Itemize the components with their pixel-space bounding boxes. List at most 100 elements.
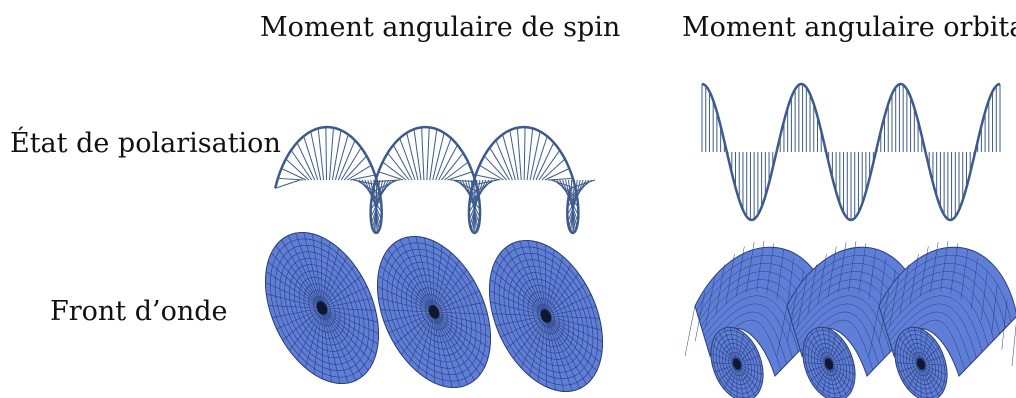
helix-grid-line	[878, 258, 886, 309]
helix-hatch-line	[526, 128, 534, 181]
helix-hatch-line	[413, 129, 422, 181]
vortex-center	[824, 358, 834, 370]
vortex-spoke	[920, 338, 935, 365]
helix-grid-line	[909, 254, 919, 305]
helix-hatch-line	[438, 144, 458, 181]
vortex-spoke	[821, 327, 830, 365]
helix-grid-line	[991, 284, 998, 335]
helix-grid-line	[756, 240, 765, 292]
vortex-spoke	[718, 363, 738, 382]
disc-spoke	[433, 311, 469, 385]
disc-spoke	[321, 307, 377, 355]
disc-spoke	[433, 311, 436, 384]
helix-hatch-line	[483, 155, 507, 181]
disc-spoke	[433, 311, 475, 381]
disc-spoke	[433, 311, 485, 368]
disc-spoke	[282, 307, 323, 341]
disc-spoke	[377, 275, 435, 313]
disc-spoke	[321, 248, 340, 309]
vortex-spoke	[894, 352, 922, 365]
disc-spoke	[321, 307, 376, 311]
disc-spoke	[380, 309, 435, 313]
disc-spoke	[275, 245, 323, 309]
helix-hatch-line	[544, 168, 570, 181]
vortex-spoke	[736, 363, 764, 376]
helix-hatch-line	[281, 167, 307, 181]
disc-spoke	[296, 307, 323, 360]
disc-spoke	[520, 315, 547, 368]
helix-grid-line	[970, 258, 978, 309]
disc-spoke	[433, 311, 461, 388]
helix-hatch-line	[447, 171, 473, 181]
disc-spoke	[433, 311, 444, 387]
helix-grid-line	[807, 264, 817, 315]
helix-hatch-line	[444, 161, 469, 181]
vortex-spoke	[898, 336, 922, 365]
vortex-spoke	[723, 363, 738, 390]
disc-spoke	[321, 307, 363, 377]
helix-hatch-line	[538, 150, 561, 181]
helix-hatch-line	[370, 179, 380, 230]
disc-spoke	[545, 315, 593, 379]
vortex-spoke	[810, 331, 830, 365]
helix-hatch-line	[567, 179, 584, 222]
vortex-spoke	[803, 362, 830, 365]
vortex-spoke	[815, 363, 830, 390]
disc-spoke	[545, 315, 587, 385]
helix-grid-line	[889, 277, 899, 328]
disc-spoke	[388, 311, 435, 334]
disc-spoke	[312, 233, 323, 309]
disc-spoke	[545, 264, 572, 317]
vortex-spoke	[736, 332, 745, 365]
disc-spoke	[304, 307, 323, 368]
helix-hatch-line	[509, 130, 519, 181]
helix-hatch-line	[426, 127, 430, 181]
vortex-spoke	[815, 328, 830, 365]
disc-spoke	[433, 311, 491, 349]
helix-hatch-line	[435, 138, 452, 181]
vortex-spoke	[920, 363, 947, 366]
helix-vortex	[802, 326, 856, 398]
disc-spoke	[267, 261, 323, 309]
helix-hatch-line	[541, 158, 566, 181]
disc-spoke	[545, 315, 597, 372]
vortex-spoke	[920, 363, 935, 398]
vortex-center	[916, 358, 926, 370]
disc-spoke	[544, 244, 547, 317]
disc-spoke	[433, 290, 480, 313]
disc-spoke	[545, 315, 581, 389]
helix-hatch-line	[275, 179, 301, 189]
helix-grid-line	[827, 246, 837, 297]
disc-spoke	[415, 236, 435, 313]
disc-spoke	[433, 302, 485, 313]
vortex-spoke	[828, 363, 848, 397]
vortex-spoke	[920, 363, 948, 376]
row-header-polarization: État de polarisation	[10, 128, 281, 159]
disc-spoke	[511, 243, 547, 317]
helix-hatch-line	[475, 174, 501, 181]
helix-hatch-line	[290, 149, 313, 181]
disc-spoke	[266, 293, 323, 309]
vortex-spoke	[920, 363, 922, 398]
helix-grid-line	[930, 242, 939, 293]
helix-grid-line	[960, 249, 968, 300]
vortex-spoke	[711, 344, 738, 365]
disc-spoke	[265, 271, 323, 309]
disc-spoke	[394, 311, 435, 345]
vortex-spoke	[729, 327, 738, 365]
vortex-spoke	[821, 363, 830, 396]
vortex-spoke	[920, 363, 944, 392]
helix-hatch-line	[317, 128, 325, 181]
helix-hatch-line	[529, 131, 541, 181]
helix-hatch-line	[310, 131, 322, 181]
disc-spoke	[377, 286, 435, 313]
helix-hatch-line	[568, 179, 593, 199]
helix-hatch-line	[331, 130, 342, 181]
disc-spoke	[303, 232, 323, 309]
disc-center	[428, 305, 440, 319]
disc-spoke	[545, 315, 556, 391]
vortex-spoke	[828, 346, 848, 365]
disc-spoke	[489, 290, 547, 317]
helix-hatch-line	[421, 127, 425, 181]
helix-hatch-line	[343, 155, 367, 181]
